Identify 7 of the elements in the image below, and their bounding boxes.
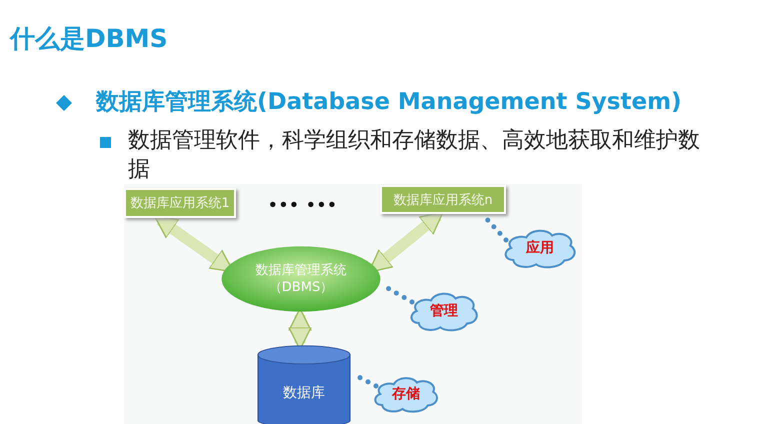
- body-text: 数据管理软件，科学组织和存储数据、高效地获取和维护数据: [128, 127, 701, 184]
- slide-title: 什么是DBMS: [10, 23, 168, 55]
- dbms-ellipse: 数据库管理系统（DBMS）: [220, 245, 382, 313]
- ellipsis: ••• •••: [268, 196, 338, 214]
- application-box: 数据库应用系统n: [380, 185, 506, 214]
- application-box: 数据库应用系统1: [124, 188, 236, 218]
- heading: 数据库管理系统(Database Management System): [96, 88, 682, 117]
